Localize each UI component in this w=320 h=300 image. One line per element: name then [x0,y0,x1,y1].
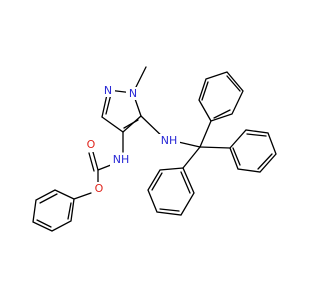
bond-oester-phenyl [73,192,92,200]
structure-diagram: N N NH NH O O [32,66,277,232]
trityl-phenyl-top [198,71,244,122]
atom-label-o-carbonyl: O [87,138,96,151]
bond-trityl-ph3 [182,146,201,169]
phenoxy-phenyl-ring [32,189,75,232]
trityl-phenyl-bottom [147,167,195,216]
phenyl-top-outline [198,71,244,122]
atom-label-n-ring: N [104,84,112,97]
phenyl-bottom-outline [147,167,195,216]
bond-trityl-ph2 [199,146,231,149]
phenyl-right-outline [229,129,277,173]
bond-carbonyl-o-double [88,152,95,172]
bond-c3-n2-double [105,93,112,115]
bond-c5-c4-double [123,119,139,129]
bond-carbonyl-o [92,151,99,171]
atom-label-o-ester: O [95,182,104,195]
trityl-phenyl-right [229,129,277,173]
atom-label-nh-amine: NH [161,134,178,147]
bond-trityl-ph1 [199,120,212,148]
atom-label-nh-carbamate: NH [113,153,130,166]
atom-label-n-methyl: N [129,87,137,100]
bond-c4-c3 [101,116,124,133]
phenoxy-ring-outline [32,189,75,232]
